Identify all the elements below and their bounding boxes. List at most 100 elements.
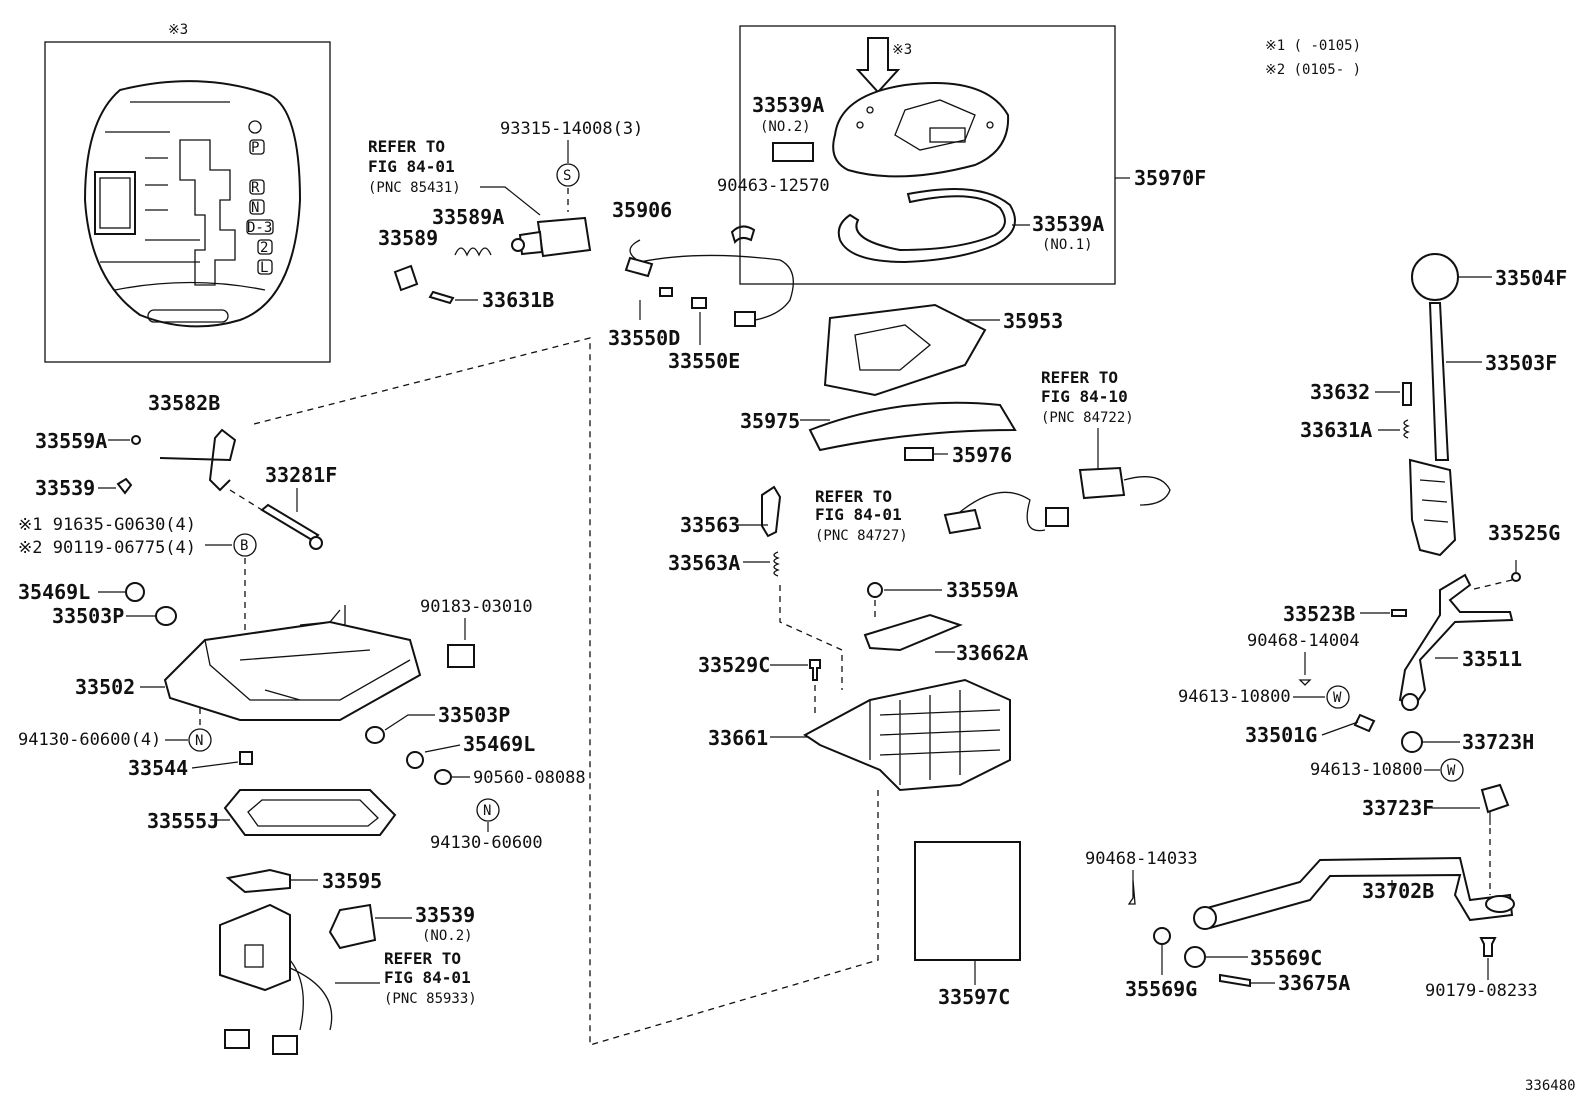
- gate-letter-l: L: [260, 260, 268, 276]
- label-35569c: 35569C: [1250, 946, 1322, 970]
- ref1-line1: REFER TO: [368, 137, 445, 156]
- label-35906: 35906: [612, 198, 672, 222]
- diagram-id: 336480: [1525, 1078, 1576, 1094]
- label-33539a-top-note: (NO.2): [760, 119, 811, 135]
- label-90119: ※2 90119-06775(4): [18, 538, 196, 558]
- label-33539a-top: 33539A: [752, 93, 824, 117]
- label-90468-14004: 90468-14004: [1247, 631, 1360, 651]
- inset-marker: ※3: [168, 22, 188, 38]
- label-33511: 33511: [1462, 647, 1522, 671]
- note-1: ※1 ( -0105): [1265, 38, 1361, 54]
- ref3-line2: FIG 84-01: [815, 505, 902, 524]
- label-33595: 33595: [322, 869, 382, 893]
- label-91635: ※1 91635-G0630(4): [18, 515, 196, 535]
- label-33525g: 33525G: [1488, 521, 1560, 545]
- label-94130-4: 94130-60600(4): [18, 730, 161, 750]
- ref2-line3: (PNC 84722): [1041, 410, 1134, 426]
- label-90560: 90560-08088: [473, 768, 586, 788]
- circle-n2: N: [483, 803, 491, 819]
- label-35953: 35953: [1003, 309, 1063, 333]
- label-33503p-b: 33503P: [438, 703, 510, 727]
- label-33550e: 33550E: [668, 349, 740, 373]
- label-33632: 33632: [1310, 380, 1370, 404]
- label-33675a: 33675A: [1278, 971, 1350, 995]
- label-94130: 94130-60600: [430, 833, 543, 853]
- label-33539-b: 33539: [415, 903, 475, 927]
- label-33550d: 33550D: [608, 326, 680, 350]
- gate-letter-2: 2: [260, 240, 268, 256]
- label-35975: 35975: [740, 409, 800, 433]
- label-33631b: 33631B: [482, 288, 554, 312]
- ref3-line3: (PNC 84727): [815, 528, 908, 544]
- label-33597c: 33597C: [938, 985, 1010, 1009]
- label-33563: 33563: [680, 513, 740, 537]
- ref4-line3: (PNC 85933): [384, 991, 477, 1007]
- circle-s: S: [563, 168, 571, 184]
- label-94613-b: 94613-10800: [1310, 760, 1423, 780]
- ref3-line1: REFER TO: [815, 487, 892, 506]
- ref2-line1: REFER TO: [1041, 368, 1118, 387]
- solenoid-group: REFER TO FIG 84-01 (PNC 85431) 93315-140…: [368, 119, 643, 312]
- indicator-housing-box: ※3 33539A (NO.2) 33539A (NO.1) 35970F: [739, 25, 1206, 285]
- label-33281f: 33281F: [265, 463, 337, 487]
- label-35469l-b: 35469L: [463, 732, 535, 756]
- label-33502: 33502: [75, 675, 135, 699]
- label-33503f: 33503F: [1485, 351, 1557, 375]
- label-33544: 33544: [128, 756, 188, 780]
- circle-w1: W: [1333, 690, 1342, 706]
- label-90463: 90463-12570: [717, 176, 830, 196]
- label-94613-a: 94613-10800: [1178, 687, 1291, 707]
- gate-letter-r: R: [251, 180, 260, 196]
- note-2: ※2 (0105- ): [1265, 62, 1361, 78]
- ref2-line2: FIG 84-10: [1041, 387, 1128, 406]
- ref1-line2: FIG 84-01: [368, 157, 455, 176]
- label-33559a-l: 33559A: [35, 429, 107, 453]
- label-33539a-no1: 33539A: [1032, 212, 1104, 236]
- label-93315: 93315-14008(3): [500, 119, 643, 139]
- ref4-line1: REFER TO: [384, 949, 461, 968]
- label-33555j: 33555J: [147, 809, 219, 833]
- label-35976: 35976: [952, 443, 1012, 467]
- bezel-group: 35953 35975 35976: [740, 303, 1063, 467]
- ref4-line2: FIG 84-01: [384, 968, 471, 987]
- label-33539-b-note: (NO.2): [422, 928, 473, 944]
- label-35970f: 35970F: [1134, 166, 1206, 190]
- harness-35906-group: 35906 90463-12570 33550D 33550E: [608, 176, 830, 373]
- label-33559a-r: 33559A: [946, 578, 1018, 602]
- inset-gate-plate: ※3 P R N D-3 2 L: [44, 22, 331, 363]
- label-33523b: 33523B: [1283, 602, 1355, 626]
- arrow-marker: ※3: [892, 42, 912, 58]
- label-33539a-no1-note: (NO.1): [1042, 237, 1093, 253]
- lock-assy-group: 33563 33563A 33559A 33662A 33529C 33661 …: [249, 337, 1028, 1046]
- label-90468-14033: 90468-14033: [1085, 849, 1198, 869]
- gate-letter-d3: D-3: [247, 220, 272, 236]
- label-33501g: 33501G: [1245, 723, 1317, 747]
- label-33582b: 33582B: [148, 391, 220, 415]
- gate-letter-p: P: [251, 140, 259, 156]
- circle-w2: W: [1447, 763, 1456, 779]
- label-33589a: 33589A: [432, 205, 504, 229]
- label-33503p-a: 33503P: [52, 604, 124, 628]
- bracket-group: 33595 33539 (NO.2) REFER TO FIG 84-01 (P…: [219, 868, 477, 1055]
- label-33631a: 33631A: [1300, 418, 1372, 442]
- label-33661: 33661: [708, 726, 768, 750]
- shift-lever-group: 33504F 33503F 33632 33631A 33525G 33523B…: [1085, 253, 1567, 1001]
- label-33589: 33589: [378, 226, 438, 250]
- label-33504f: 33504F: [1495, 266, 1567, 290]
- label-33563a: 33563A: [668, 551, 740, 575]
- circle-b: B: [240, 538, 248, 554]
- label-33702b: 33702B: [1362, 879, 1434, 903]
- ref1-line3: (PNC 85431): [368, 180, 461, 196]
- label-35569g: 35569G: [1125, 977, 1197, 1001]
- label-35469l-a: 35469L: [18, 580, 90, 604]
- label-90183: 90183-03010: [420, 597, 533, 617]
- label-33539-l: 33539: [35, 476, 95, 500]
- harness-refs-group: REFER TO FIG 84-10 (PNC 84722) REFER TO …: [815, 368, 1171, 544]
- label-33529c: 33529C: [698, 653, 770, 677]
- base-group: 33582B 33559A 33539 33281F ※1 91635-G063…: [18, 391, 586, 853]
- circle-n1: N: [195, 733, 203, 749]
- gate-letter-n: N: [251, 200, 259, 216]
- label-33723f: 33723F: [1362, 796, 1434, 820]
